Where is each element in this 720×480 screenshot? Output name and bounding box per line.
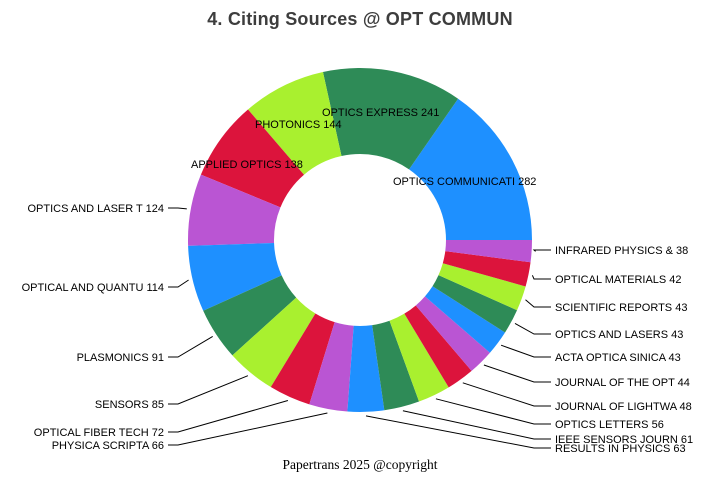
pie-slice-2 <box>247 72 342 175</box>
slice-label-8: OPTICAL FIBER TECH 72 <box>34 427 164 439</box>
leader-line-4 <box>168 207 187 210</box>
slice-label-2: PHOTONICS 144 <box>255 119 342 131</box>
slice-label-12: OPTICS LETTERS 56 <box>555 419 664 431</box>
slice-label-5: OPTICAL AND QUANTU 114 <box>22 282 164 294</box>
slice-label-0: OPTICS COMMUNICATI 282 <box>393 176 536 188</box>
leader-line-15 <box>500 344 551 358</box>
slice-label-6: PLASMONICS 91 <box>77 352 164 364</box>
pie-slice-4 <box>187 174 281 246</box>
slice-label-1: OPTICS EXPRESS 241 <box>322 107 439 119</box>
leader-line-11 <box>402 410 551 440</box>
leader-line-12 <box>435 398 551 425</box>
leader-line-8 <box>168 400 289 433</box>
chart-title: 4. Citing Sources @ OPT COMMUN <box>207 9 513 29</box>
slice-label-11: IEEE SENSORS JOURN 61 <box>555 434 693 446</box>
pie-slice-1 <box>322 68 459 170</box>
pie-slice-11 <box>372 320 420 411</box>
slice-label-7: SENSORS 85 <box>95 399 164 411</box>
slice-label-16: OPTICS AND LASERS 43 <box>555 329 683 341</box>
leader-line-6 <box>168 335 213 358</box>
leader-line-19 <box>532 249 551 252</box>
pie-slice-14 <box>415 296 490 371</box>
pie-slice-7 <box>232 297 316 388</box>
slice-label-3: APPLIED OPTICS 138 <box>191 159 303 171</box>
slice-label-19: INFRARED PHYSICS & 38 <box>555 245 688 257</box>
pie-slice-12 <box>389 313 449 402</box>
pie-slice-3 <box>200 109 304 208</box>
copyright-text: Papertrans 2025 @copyright <box>282 457 438 472</box>
leader-line-7 <box>168 375 249 405</box>
pie-slice-9 <box>309 322 354 412</box>
pie-slice-6 <box>203 275 297 356</box>
pie-slice-0 <box>409 98 532 240</box>
leader-line-10 <box>365 415 551 449</box>
slice-label-17: SCIENTIFIC REPORTS 43 <box>555 302 687 314</box>
leader-line-17 <box>525 299 551 308</box>
slice-label-9: PHYSICA SCRIPTA 66 <box>52 440 164 452</box>
pie-slice-18 <box>442 251 531 287</box>
leader-line-9 <box>168 412 328 446</box>
slice-label-10: RESULTS IN PHYSICS 63 <box>555 443 686 455</box>
pie-slice-5 <box>188 242 282 311</box>
pie-slice-16 <box>432 275 518 333</box>
pie-slice-17 <box>438 263 526 311</box>
leader-line-16 <box>514 322 551 335</box>
slice-label-13: JOURNAL OF LIGHTWA 48 <box>555 401 692 413</box>
pie-slice-15 <box>424 286 506 353</box>
leader-line-14 <box>483 364 551 383</box>
pie-slice-8 <box>270 313 335 405</box>
leader-line-5 <box>168 279 189 288</box>
slice-label-14: JOURNAL OF THE OPT 44 <box>555 377 690 389</box>
slice-label-4: OPTICS AND LASER T 124 <box>27 203 164 215</box>
pie-slice-19 <box>445 240 532 263</box>
slice-label-18: OPTICAL MATERIALS 42 <box>555 274 682 286</box>
leader-line-13 <box>462 382 551 407</box>
slice-label-15: ACTA OPTICA SINICA 43 <box>555 352 681 364</box>
leader-line-18 <box>531 275 551 280</box>
pie-slice-10 <box>347 325 385 413</box>
pie-slice-13 <box>404 305 472 388</box>
